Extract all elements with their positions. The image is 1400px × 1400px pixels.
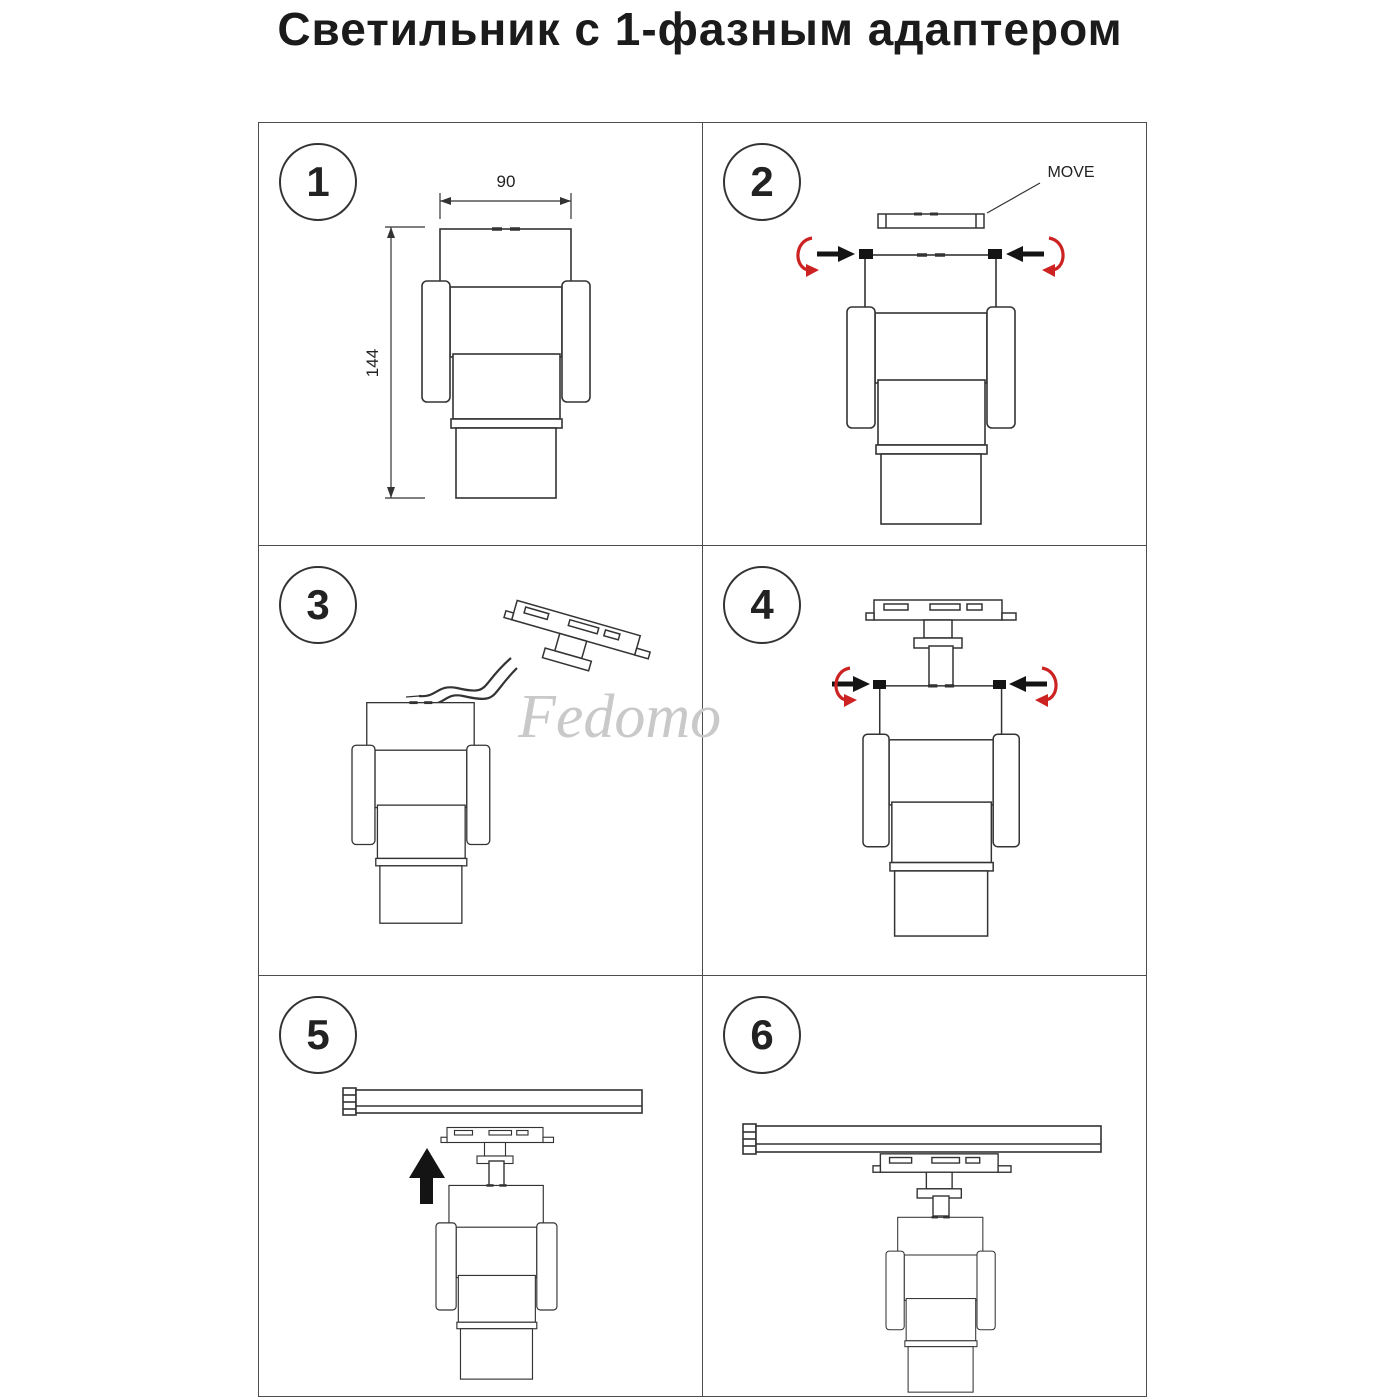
height-dimension-label: 144: [363, 349, 382, 377]
track-rail: [342, 1087, 643, 1116]
move-pointer-line: [986, 182, 1041, 214]
panel-5-number: 5: [279, 996, 357, 1074]
move-label: MOVE: [1047, 164, 1094, 181]
panel-2-number: 2: [723, 143, 801, 221]
width-dimension-label: 90: [497, 172, 516, 191]
up-arrow-icon: [409, 1148, 445, 1204]
right-screw: [993, 680, 1006, 689]
panel-3: 3: [259, 546, 703, 976]
panel-6: 6: [703, 976, 1147, 1397]
panel-grid: 1 90 144: [258, 122, 1147, 1397]
fixture-drawing: [861, 684, 1021, 938]
panel-4: 4: [703, 546, 1147, 976]
right-rotate-arrow-icon: [1033, 666, 1058, 709]
fixture-drawing: [845, 253, 1017, 526]
fixture-drawing: [884, 1216, 997, 1394]
right-push-arrow-icon: [1009, 676, 1047, 692]
panel-1-number: 1: [279, 143, 357, 221]
fixture-drawing: [434, 1184, 559, 1381]
panel-2-drawing: MOVE: [796, 164, 1095, 526]
panel-4-drawing: [832, 599, 1058, 938]
height-dimension: 144: [363, 226, 425, 499]
adapter-stem: [488, 1160, 505, 1187]
panel-2: 2 MOVE: [703, 123, 1147, 546]
right-screw: [988, 249, 1002, 259]
right-rotate-arrow-icon: [1040, 236, 1065, 279]
fixture-drawing: [420, 227, 592, 500]
left-rotate-arrow-icon: [796, 236, 821, 279]
adapter-drawing: [440, 1126, 555, 1165]
adapter-stem: [928, 645, 954, 689]
adapter-drawing: [865, 599, 1017, 649]
adapter-drawing: [872, 1153, 1012, 1199]
panel-1: 1 90 144: [259, 123, 703, 546]
panel-1-drawing: 90 144: [363, 172, 592, 500]
adapter-wires: [405, 657, 518, 706]
page-title: Светильник с 1-фазным адаптером: [277, 3, 1123, 55]
panel-3-drawing: [350, 597, 655, 925]
left-push-arrow-icon: [817, 246, 855, 262]
left-screw: [873, 680, 886, 689]
adapter-plate-drawing: [876, 212, 986, 230]
fixture-drawing: [350, 701, 492, 925]
panel-5: 5: [259, 976, 703, 1397]
width-dimension: 90: [439, 172, 572, 219]
track-rail: [742, 1123, 1102, 1155]
panel-3-number: 3: [279, 566, 357, 644]
right-push-arrow-icon: [1006, 246, 1044, 262]
panel-6-drawing: [742, 1123, 1102, 1394]
adapter-stem: [932, 1195, 950, 1217]
panel-6-number: 6: [723, 996, 801, 1074]
panel-4-number: 4: [723, 566, 801, 644]
left-screw: [859, 249, 873, 259]
panel-5-drawing: [342, 1087, 643, 1381]
adapter-tilted-drawing: [495, 597, 655, 687]
